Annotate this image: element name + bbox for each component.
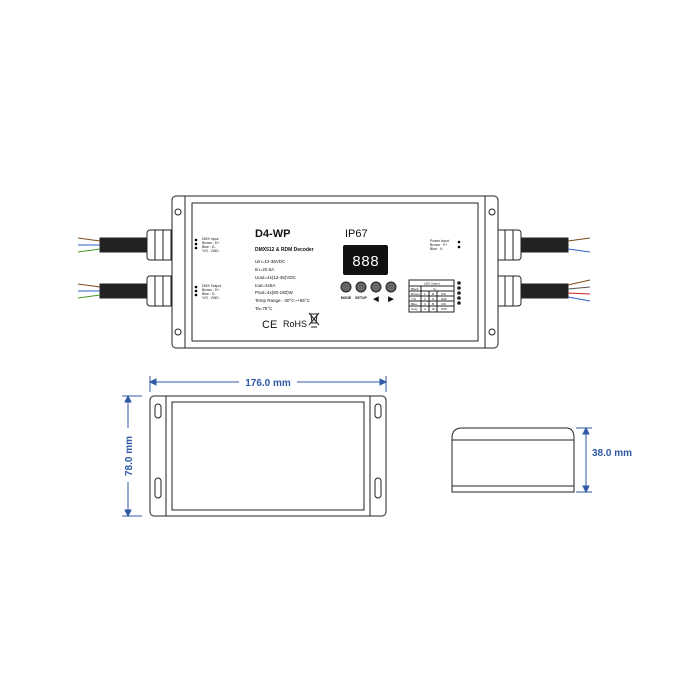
weee-bin-icon xyxy=(308,312,320,328)
width-label: 78.0 mm xyxy=(124,436,135,476)
height-label: 38.0 mm xyxy=(592,448,632,459)
device-subtitle: DMX512 & RDM Decoder xyxy=(255,247,314,253)
svg-text:Uout=4x(12-36)VDC: Uout=4x(12-36)VDC xyxy=(255,275,297,280)
left-arrow-icon: ◀ xyxy=(372,296,379,303)
svg-text:Brown : V+: Brown : V+ xyxy=(430,243,447,247)
svg-text:Y/G : GND: Y/G : GND xyxy=(202,249,219,253)
spec-list: Uin=12-36VDC Iin=20.5A Uout=4x(12-36)VDC… xyxy=(255,259,311,311)
svg-text:Y/G : GND: Y/G : GND xyxy=(202,296,219,300)
height-dimension xyxy=(576,426,592,494)
svg-text:Iout=4x5A: Iout=4x5A xyxy=(255,283,275,288)
svg-text:V+: V+ xyxy=(433,287,437,291)
width-dimension xyxy=(122,394,142,518)
svg-text:G: G xyxy=(432,297,435,301)
svg-text:LED Output: LED Output xyxy=(424,282,440,286)
ip-rating: IP67 xyxy=(345,228,368,240)
length-label: 176.0 mm xyxy=(245,378,291,389)
setup-label: SETUP xyxy=(355,296,367,300)
led-display xyxy=(343,245,388,275)
svg-text:Uin=12-36VDC: Uin=12-36VDC xyxy=(255,259,286,264)
svg-text:W: W xyxy=(432,307,435,311)
svg-text:1: 1 xyxy=(424,292,426,296)
svg-text:Blue : D-: Blue : D- xyxy=(202,292,216,296)
svg-text:Brown : D+: Brown : D+ xyxy=(202,288,219,292)
svg-text:Brown : D+: Brown : D+ xyxy=(202,241,219,245)
svg-text:Temp Range: -30°C~+55°C: Temp Range: -30°C~+55°C xyxy=(255,298,311,303)
left-button xyxy=(370,281,382,293)
svg-text:CW: CW xyxy=(441,292,446,296)
dmx-input-label: DMX Input Brown : D+ Blue : D- Y/G : GND xyxy=(194,237,219,253)
svg-text:WW: WW xyxy=(441,307,447,311)
right-button xyxy=(385,281,397,293)
led-output-table: LED Output Black V+ Brown 1 R CW Y/G 2 G WW Bl… xyxy=(408,279,461,313)
svg-text:DMX Input: DMX Input xyxy=(202,237,219,241)
dmx-output-label: DMX Output Brown : D+ Blue : D- Y/G : GN… xyxy=(194,284,221,300)
svg-text:Power Input: Power Input xyxy=(430,239,449,243)
svg-text:DMX Output: DMX Output xyxy=(202,284,221,288)
svg-text:Ta=75°C: Ta=75°C xyxy=(255,306,273,311)
bottom-view xyxy=(149,395,387,517)
right-cables xyxy=(519,237,591,302)
side-view xyxy=(451,427,575,493)
svg-text:Brown: Brown xyxy=(411,292,420,296)
mode-button xyxy=(340,281,352,293)
svg-text:WW: WW xyxy=(441,297,447,301)
svg-text:CW: CW xyxy=(441,302,446,306)
svg-text:Iin=20.5A: Iin=20.5A xyxy=(255,267,274,272)
svg-text:Black: Black xyxy=(411,287,419,291)
svg-text:Pout=4x(60-180)W: Pout=4x(60-180)W xyxy=(255,290,294,295)
device-body xyxy=(171,195,499,349)
svg-text:Blue : V-: Blue : V- xyxy=(430,247,444,251)
svg-text:4: 4 xyxy=(424,307,426,311)
left-cables xyxy=(77,237,149,299)
svg-text:3: 3 xyxy=(424,302,426,306)
svg-text:Blue: Blue xyxy=(411,302,417,306)
setup-button xyxy=(355,281,367,293)
control-buttons[interactable] xyxy=(340,281,397,293)
svg-text:Y/G: Y/G xyxy=(411,297,417,301)
svg-text:B: B xyxy=(432,302,434,306)
svg-text:Gray: Gray xyxy=(411,307,418,311)
rohs-mark: RoHS xyxy=(283,319,307,329)
svg-text:Blue : D-: Blue : D- xyxy=(202,245,216,249)
mode-label: MODE xyxy=(341,296,352,300)
svg-text:2: 2 xyxy=(424,297,426,301)
svg-text:R: R xyxy=(432,292,435,296)
power-input-label: Power Input Brown : V+ Blue : V- xyxy=(430,239,461,251)
ce-mark: CE xyxy=(262,319,277,331)
right-arrow-icon: ▶ xyxy=(387,296,394,303)
model-name: D4-WP xyxy=(255,228,290,240)
display-digits: 888 xyxy=(352,254,379,271)
